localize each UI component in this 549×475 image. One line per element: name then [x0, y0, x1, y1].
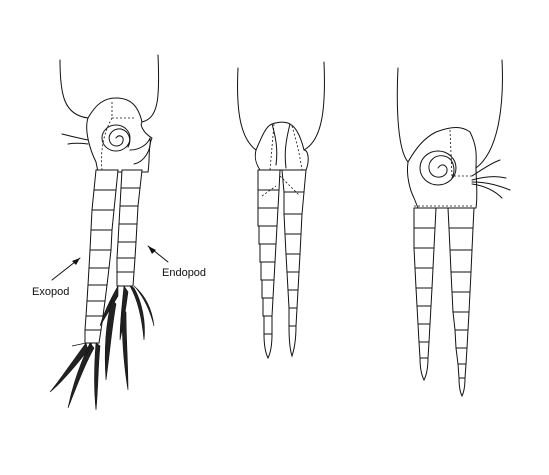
left-lobe	[129, 137, 151, 165]
middle-body-outline	[237, 61, 325, 151]
right-endopod	[447, 207, 475, 398]
middle-protopod-dashed	[269, 123, 303, 171]
right-exopod	[413, 207, 437, 382]
middle-exopod	[257, 169, 281, 360]
right-appendage	[396, 59, 511, 398]
middle-endopod	[281, 169, 307, 358]
endopod-label: Endopod	[162, 267, 206, 279]
right-spiral-icon	[419, 150, 457, 186]
left-appendage: Exopod Endopod	[32, 54, 206, 411]
right-body-outline	[396, 59, 503, 169]
middle-protopod	[254, 149, 309, 171]
middle-appendage	[237, 61, 325, 360]
exopod-callout: Exopod	[32, 257, 81, 298]
right-setae-tuft	[471, 159, 511, 199]
right-protopod-dashed	[414, 129, 474, 207]
left-plumose-setae	[49, 284, 155, 411]
left-protopod	[86, 117, 153, 173]
left-body-outline	[59, 54, 160, 123]
middle-inner-dash	[261, 175, 301, 197]
left-small-setae	[61, 133, 89, 145]
left-spiral-icon	[101, 124, 131, 152]
left-protopod-dashed	[101, 102, 136, 171]
left-exopod	[84, 169, 119, 344]
exopod-label: Exopod	[32, 286, 69, 298]
left-endopod	[116, 169, 143, 287]
endopod-callout: Endopod	[147, 245, 206, 279]
